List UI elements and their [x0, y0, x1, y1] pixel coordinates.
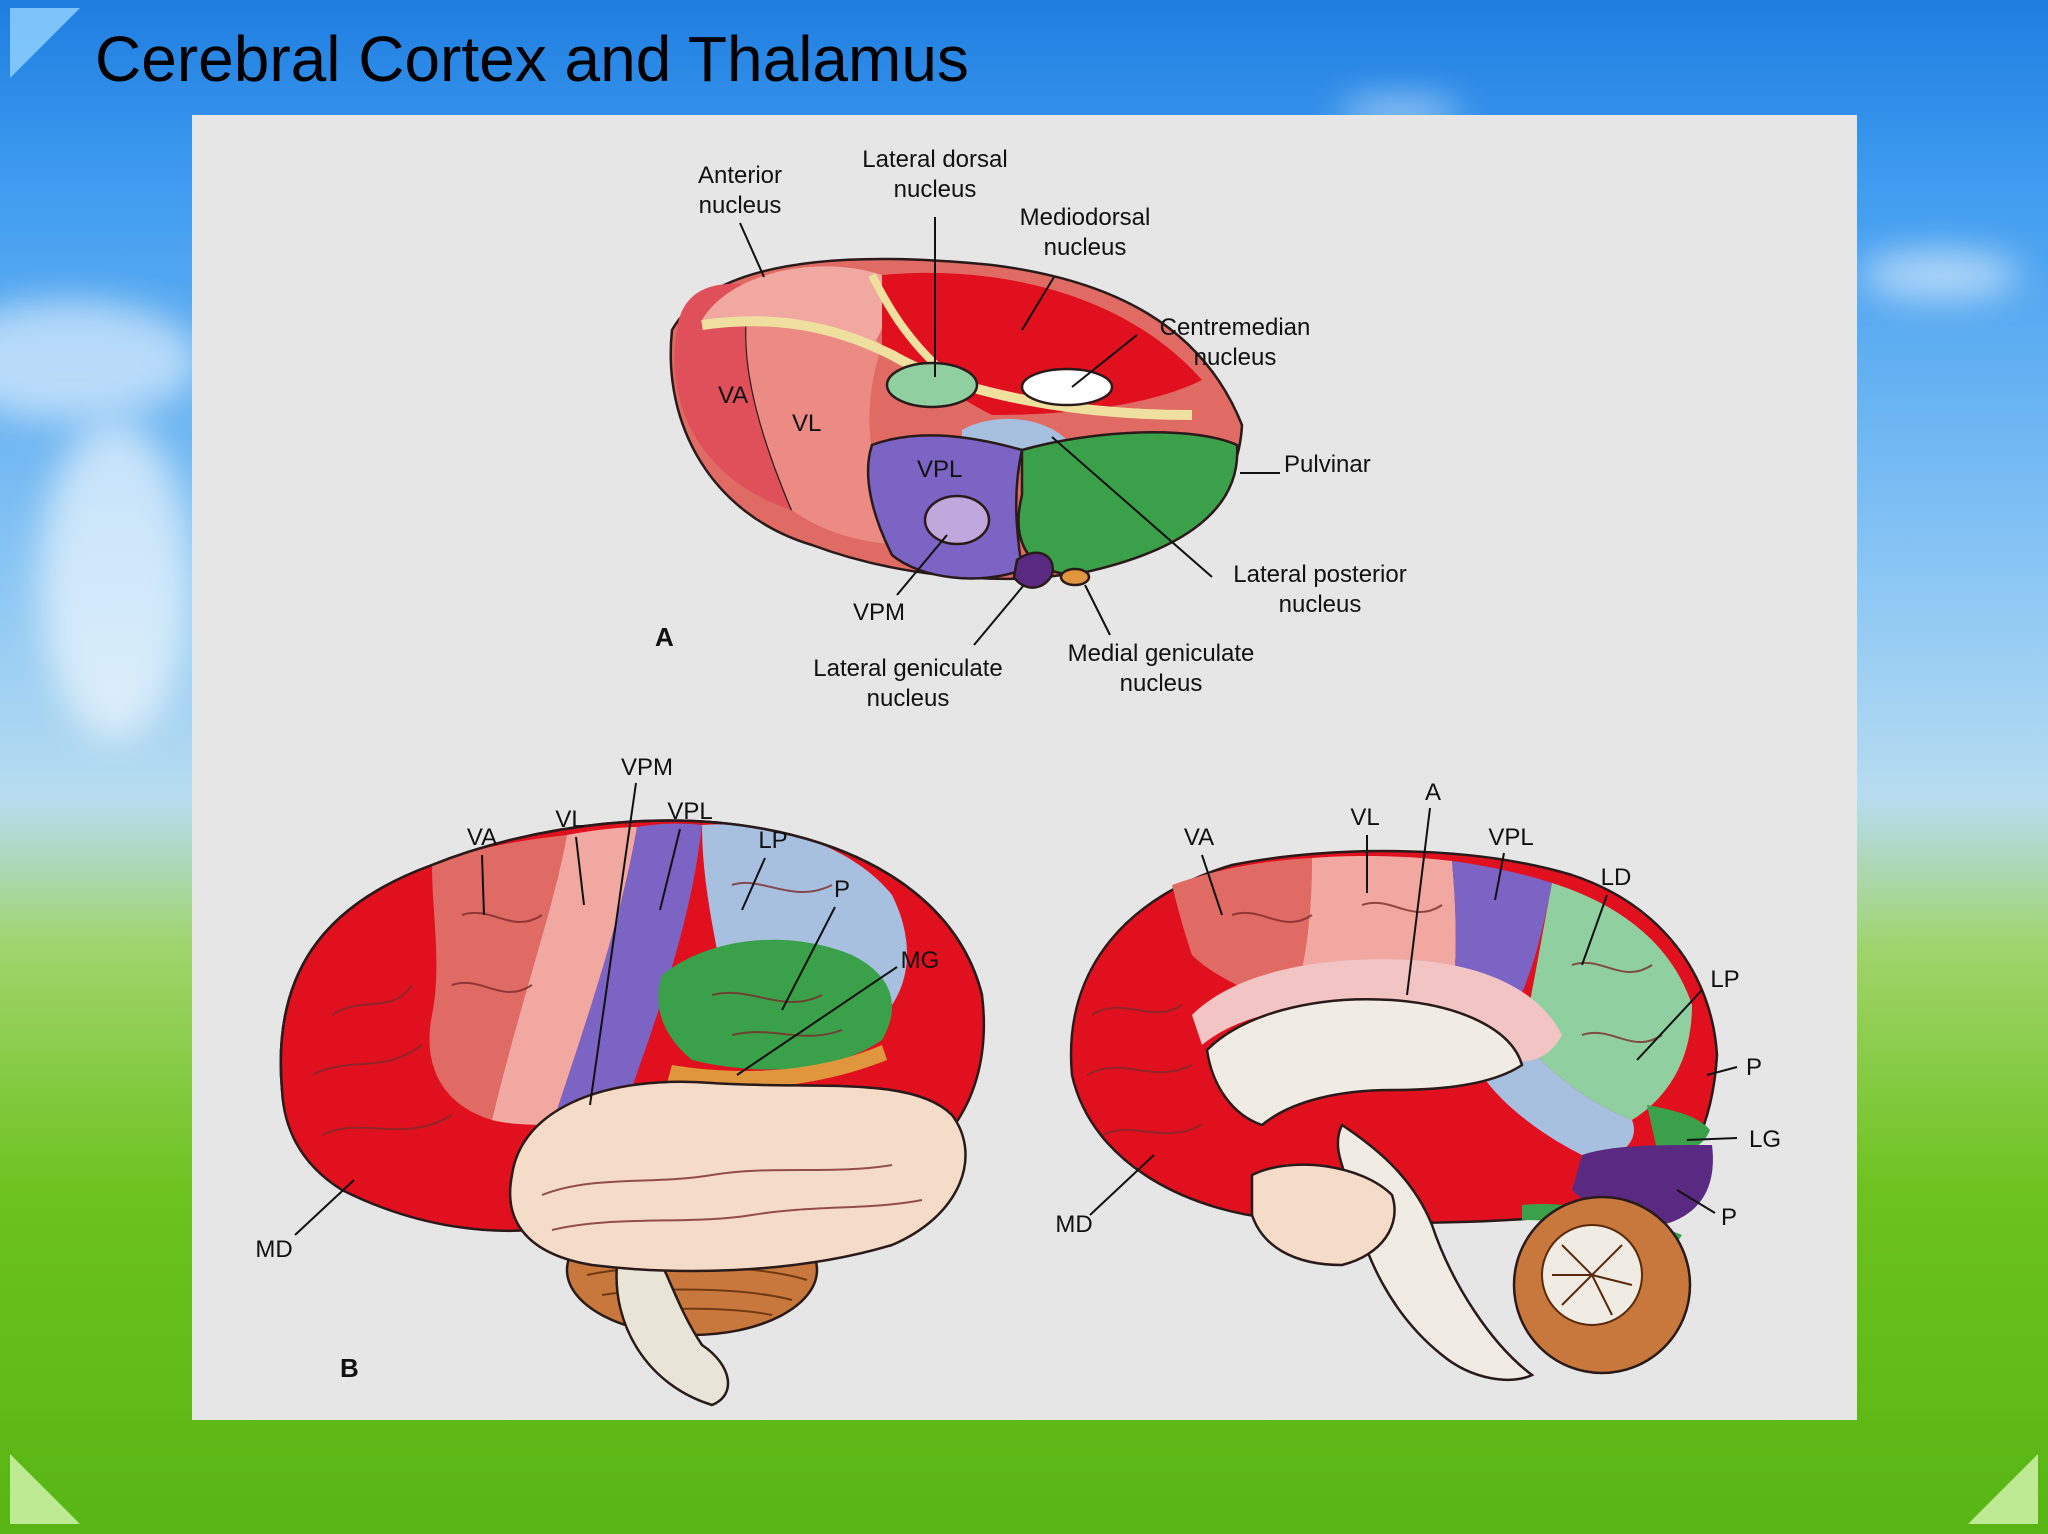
background-cloud: [1860, 250, 2020, 300]
label-vpl: VPL: [917, 456, 962, 483]
lateral-label-md: MD: [255, 1236, 292, 1263]
label-centremedian-line1: Centremedian: [1160, 314, 1311, 341]
va-region: [674, 283, 792, 510]
thalamus-diagram: Anterior nucleus Lateral dorsal nucleus …: [255, 146, 1781, 1407]
medial-label-vl: VL: [1350, 804, 1379, 831]
medial-label-lp: LP: [1710, 966, 1739, 993]
label-centremedian-line2: nucleus: [1194, 344, 1277, 371]
panel-letter-a: A: [655, 622, 674, 652]
corner-triangle-bottom-right: [1968, 1454, 2038, 1524]
medial-label-p-lower: P: [1721, 1204, 1737, 1231]
anterior-nucleus-region: [702, 266, 887, 345]
medial-label-va: VA: [1184, 824, 1214, 851]
lateral-label-lp: LP: [758, 827, 787, 854]
lateral-label-p: P: [834, 876, 850, 903]
thalamus-figure: Anterior nucleus Lateral dorsal nucleus …: [192, 115, 1857, 1420]
label-anterior-nucleus-line1: Anterior: [698, 162, 782, 189]
lateral-label-vl: VL: [555, 806, 584, 833]
label-mediodorsal-line2: nucleus: [1044, 234, 1127, 261]
label-mediodorsal-line1: Mediodorsal: [1020, 204, 1151, 231]
brain-medial-view: [1069, 849, 1719, 1381]
medial-geniculate-region: [1059, 567, 1091, 587]
lateral-label-mg: MG: [901, 947, 940, 974]
centremedian-region: [1020, 367, 1114, 407]
medial-label-md: MD: [1055, 1211, 1092, 1238]
slide-title: Cerebral Cortex and Thalamus: [95, 23, 969, 95]
lateral-label-vpm: VPM: [621, 754, 673, 781]
corner-triangle-top-left: [10, 8, 80, 78]
background-cloud: [0, 300, 200, 420]
label-anterior-nucleus-line2: nucleus: [699, 192, 782, 219]
brain-lateral-view: [279, 819, 986, 1407]
lateral-dorsal-region: [885, 361, 979, 409]
thalamus-3d-model: [669, 257, 1244, 589]
label-lateral-dorsal-line2: nucleus: [894, 176, 977, 203]
label-medial-geniculate-line1: Medial geniculate: [1068, 640, 1255, 667]
label-lateral-posterior-line2: nucleus: [1279, 591, 1362, 618]
lateral-label-va: VA: [467, 824, 497, 851]
medial-label-p-upper: P: [1746, 1054, 1762, 1081]
medial-label-a: A: [1425, 779, 1441, 806]
panel-letter-b: B: [340, 1353, 359, 1383]
lateral-label-vpl: VPL: [667, 798, 712, 825]
vpm-region: [923, 494, 991, 546]
lateral-geniculate-region: [1012, 551, 1055, 589]
medial-label-vpl: VPL: [1488, 824, 1533, 851]
label-medial-geniculate-line2: nucleus: [1120, 670, 1203, 697]
medial-label-ld: LD: [1601, 864, 1632, 891]
label-vpm: VPM: [853, 599, 905, 626]
label-lateral-dorsal-line1: Lateral dorsal: [862, 146, 1007, 173]
background-feather: [40, 420, 190, 740]
medial-label-lg: LG: [1749, 1126, 1781, 1153]
label-lateral-geniculate-line2: nucleus: [867, 685, 950, 712]
label-pulvinar: Pulvinar: [1284, 451, 1371, 478]
label-va: VA: [718, 382, 748, 409]
label-lateral-posterior-line1: Lateral posterior: [1233, 561, 1406, 588]
label-lateral-geniculate-line1: Lateral geniculate: [813, 655, 1002, 682]
label-vl: VL: [792, 410, 821, 437]
corner-triangle-bottom-left: [10, 1454, 80, 1524]
